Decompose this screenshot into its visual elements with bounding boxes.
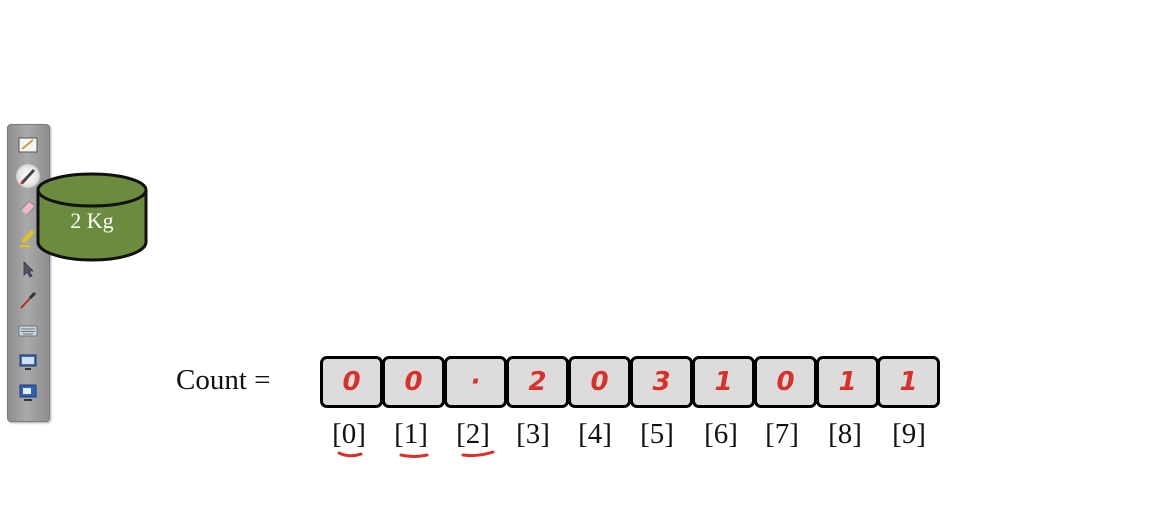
annotation-toolbar [7,124,50,422]
line-pen-icon[interactable] [16,288,40,312]
cylinder-label: 2 Kg [70,208,114,233]
index-label-9: [9] [892,418,926,450]
ink-underline-1 [399,453,429,458]
index-label-2: [2] [456,418,490,450]
whiteboard-icon[interactable] [16,133,40,157]
count-cell-7: 0 [754,356,817,408]
count-cell-0: 0 [320,356,383,408]
index-label-4: [4] [578,418,612,450]
index-label-8: [8] [828,418,862,450]
screen-capture-icon[interactable] [16,350,40,374]
index-label-1: [1] [394,418,428,450]
count-cell-9: 1 [877,356,940,408]
count-label: Count = [176,364,271,396]
index-label-0: [0] [332,418,366,450]
index-label-5: [5] [640,418,674,450]
ink-underline-2 [461,450,495,458]
index-label-7: [7] [765,418,799,450]
keyboard-icon[interactable] [16,319,40,343]
count-cell-8: 1 [816,356,879,408]
ink-underline-0 [337,451,363,458]
count-cell-4: 0 [568,356,631,408]
index-label-3: [3] [516,418,550,450]
count-cell-1: 0 [382,356,445,408]
pen-icon[interactable] [16,164,40,188]
eraser-icon[interactable] [16,195,40,219]
count-cell-5: 3 [630,356,693,408]
pointer-icon[interactable] [16,257,40,281]
weight-cylinder [36,172,148,262]
count-cell-2: · [444,356,507,408]
count-cell-6: 1 [692,356,755,408]
count-cell-3: 2 [506,356,569,408]
index-label-6: [6] [704,418,738,450]
highlighter-icon[interactable] [16,226,40,250]
screen-share-icon[interactable] [16,381,40,405]
